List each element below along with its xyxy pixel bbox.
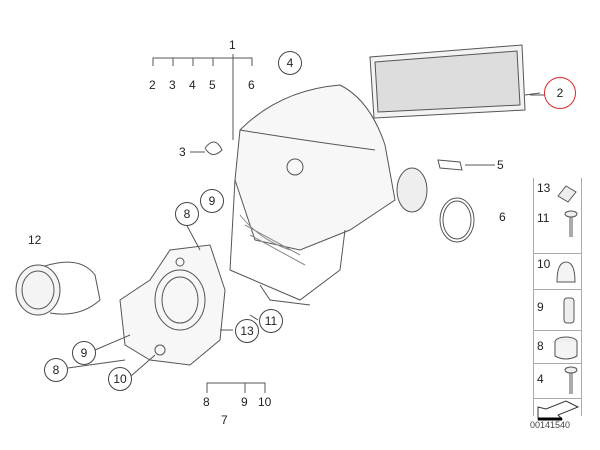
callout-circle-4: 4 [278, 51, 302, 75]
grommet-icon [554, 336, 578, 360]
callout-3: 3 [169, 78, 176, 92]
screw-icon [564, 210, 578, 237]
callout-circle-8-top: 8 [175, 202, 199, 226]
callout-12: 12 [28, 233, 42, 247]
screw-icon [564, 366, 578, 394]
part-number: 13 [537, 181, 551, 195]
diagram-code: 00141540 [530, 420, 571, 430]
panel-cell-9: 9 [534, 290, 581, 331]
intake-adapter [119, 244, 226, 366]
intake-hose [15, 261, 101, 316]
small-parts-panel: 13 11 10 9 8 4 [533, 178, 582, 421]
panel-cell-13-11: 13 11 [534, 178, 581, 254]
callout-10-lower: 10 [258, 395, 272, 409]
part-number: 4 [537, 372, 544, 386]
part-number: 9 [537, 300, 544, 314]
callout-5: 5 [209, 78, 216, 92]
cap-icon [556, 261, 576, 283]
callout-bracket-1 [152, 54, 253, 140]
bracket-part [437, 159, 463, 171]
callout-8-lower: 8 [203, 395, 210, 409]
clip-nut-icon [557, 185, 577, 203]
part-number: 8 [537, 339, 544, 353]
direction-arrow-icon [537, 400, 580, 421]
callout-5-bracket: 5 [497, 158, 504, 172]
callout-bracket-7 [206, 382, 266, 393]
callout-3-clip: 3 [179, 145, 186, 159]
callout-circle-11: 11 [259, 309, 283, 333]
callout-1: 1 [229, 38, 236, 52]
panel-cell-arrow [534, 399, 581, 421]
seal-ring [439, 197, 475, 243]
part-number: 10 [537, 257, 551, 271]
callout-7: 7 [221, 413, 228, 427]
callout-6-seal: 6 [499, 210, 506, 224]
panel-cell-8: 8 [534, 331, 581, 364]
clip-part [204, 141, 223, 155]
callout-6: 6 [248, 78, 255, 92]
callout-circle-2-highlighted: 2 [544, 77, 576, 109]
callout-circle-8-left: 8 [44, 358, 68, 382]
callout-circle-13: 13 [235, 319, 259, 343]
panel-cell-10: 10 [534, 254, 581, 290]
air-filter-element [369, 44, 541, 119]
callout-9-lower: 9 [241, 395, 248, 409]
part-number: 11 [537, 211, 550, 225]
callout-circle-9-top: 9 [200, 189, 224, 213]
callout-circle-10: 10 [108, 367, 132, 391]
callout-4: 4 [189, 78, 196, 92]
panel-cell-4: 4 [534, 364, 581, 399]
callout-circle-9-left: 9 [72, 341, 96, 365]
air-filter-housing [229, 84, 428, 306]
sleeve-icon [563, 297, 575, 324]
callout-2: 2 [149, 78, 156, 92]
